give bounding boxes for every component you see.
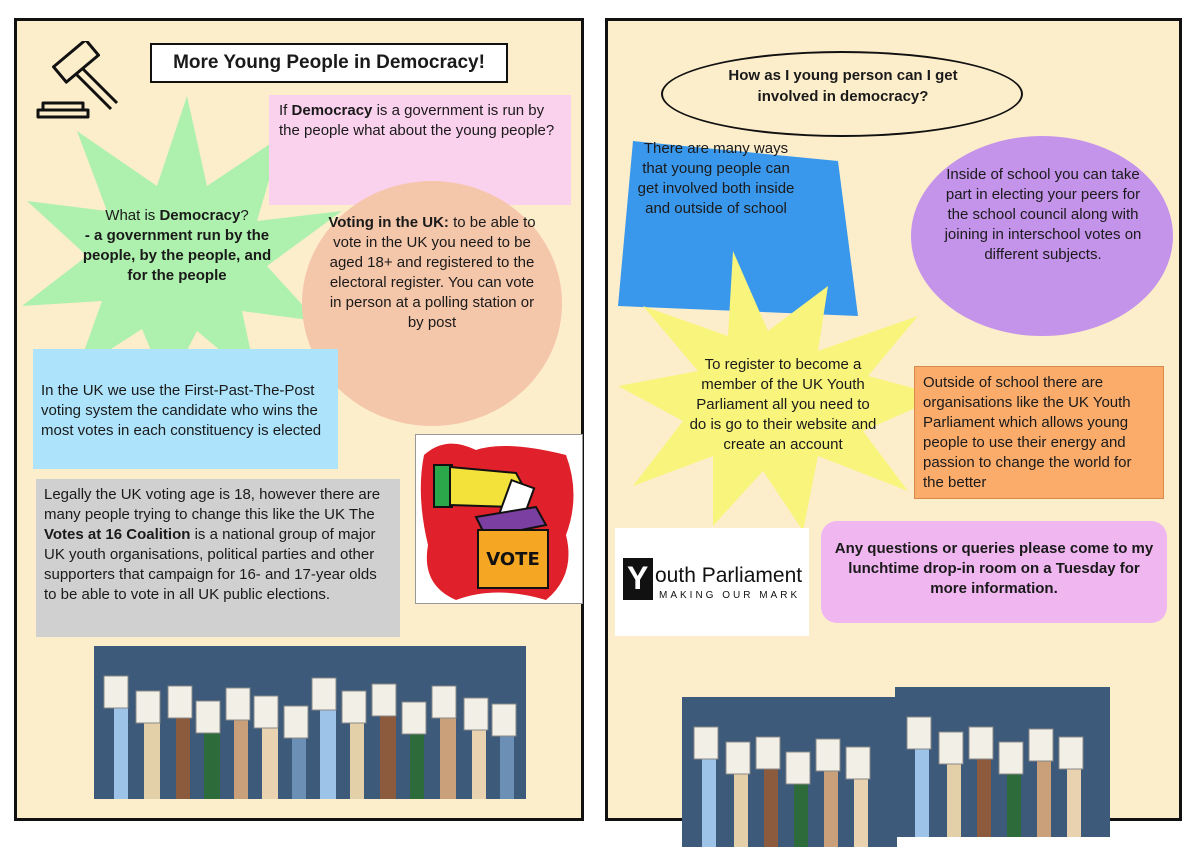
page-title: More Young People in Democracy! [150, 43, 508, 83]
democracy-question-suffix: ? [240, 207, 249, 224]
young-people-question-box: If Democracy is a government is run by t… [269, 95, 571, 205]
left-page: More Young People in Democracy! What is … [14, 18, 584, 821]
logo-wordmark: outh Parliament [655, 564, 803, 587]
outside-school-box: Outside of school there are organisation… [914, 366, 1164, 499]
vote-image-frame: VOTE [415, 434, 583, 604]
voting-uk-body: to be able to vote in the UK you need to… [329, 214, 536, 331]
ways-to-get-involved-text: There are many ways that young people ca… [637, 140, 795, 217]
question-ellipse [661, 51, 1023, 137]
inside-school-circle [911, 136, 1173, 336]
register-starburst [618, 251, 943, 531]
inside-school-text: Inside of school you can take part in el… [944, 166, 1142, 263]
raised-hands-image [682, 697, 897, 847]
logo-tagline: MAKING OUR MARK [659, 590, 801, 601]
voting-uk-heading: Voting in the UK: [328, 214, 449, 231]
involvement-question: How as I young person can I get involved… [728, 67, 958, 105]
voting-age-part1: Legally the UK voting age is 18, however… [44, 486, 381, 523]
fptp-shape [33, 349, 338, 469]
democracy-definition-body: - a government run by the people, by the… [82, 227, 272, 284]
youth-parliament-logo: Y outh Parliament MAKING OUR MARK [615, 528, 809, 636]
ways-to-get-involved-shape [618, 141, 858, 316]
voting-age-part2: is a national group of major UK youth or… [44, 526, 377, 603]
raised-hands-icon [103, 675, 517, 799]
questions-box: Any questions or queries please come to … [821, 521, 1167, 623]
raised-hands-image [895, 687, 1110, 837]
right-page: How as I young person can I get involved… [605, 18, 1182, 847]
democracy-definition: What is Democracy? - a government run by… [77, 206, 277, 286]
vote-box-icon: VOTE [420, 443, 574, 600]
voting-age-box: Legally the UK voting age is 18, however… [36, 479, 400, 637]
pink-rest: is a government is run by the people wha… [279, 102, 555, 139]
logo-x-mark: Y [623, 558, 653, 600]
pink-prefix: If [279, 102, 292, 119]
starburst-shape [22, 96, 342, 389]
register-text: To register to become a member of the UK… [689, 356, 877, 453]
voting-uk-circle [302, 181, 562, 426]
pink-bold: Democracy [291, 102, 373, 119]
democracy-question-bold: Democracy [159, 207, 241, 224]
democracy-question-prefix: What is [105, 207, 160, 224]
raised-hands-icon [693, 726, 871, 847]
raised-hands-icon [906, 716, 1084, 837]
fptp-text: In the UK we use the First-Past-The-Post… [41, 382, 322, 439]
raised-hands-image [94, 646, 526, 799]
gavel-icon [36, 41, 119, 119]
logo-letter: Y [627, 560, 649, 596]
vote-box-label: VOTE [486, 549, 540, 570]
votes-at-16-coalition: Votes at 16 Coalition [44, 526, 191, 543]
voting-uk-text: Voting in the UK: to be able to vote in … [327, 213, 537, 333]
